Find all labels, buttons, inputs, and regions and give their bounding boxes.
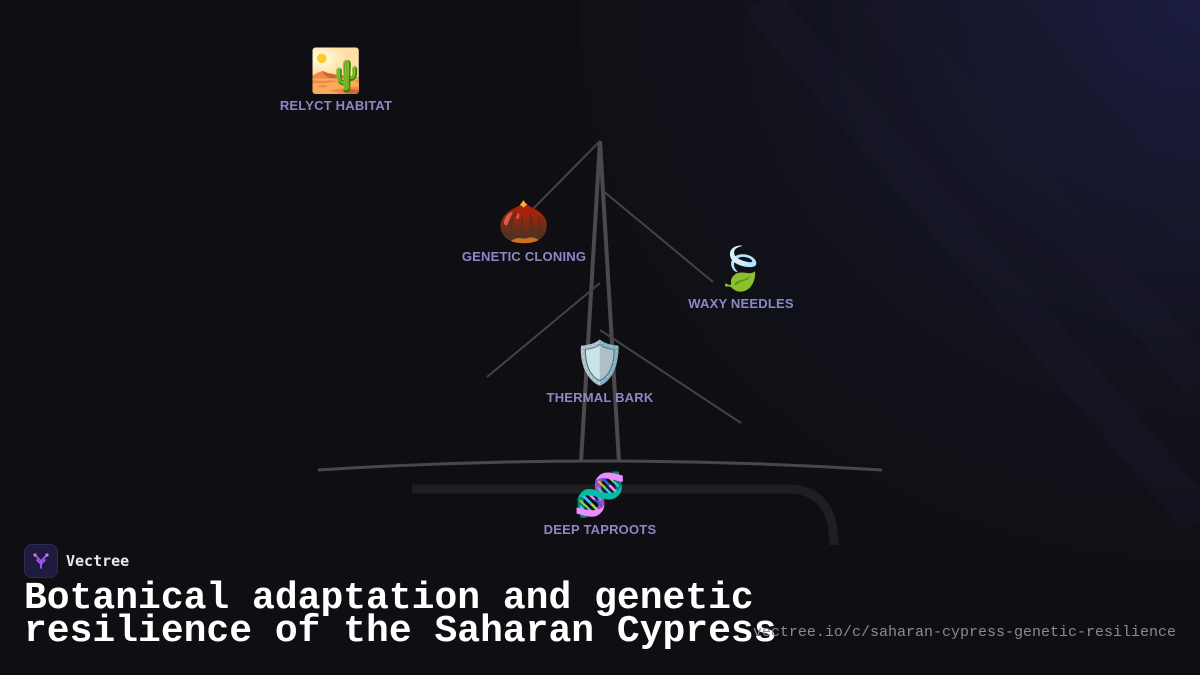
node-label: DEEP TAPROOTS — [543, 522, 657, 537]
node-label: THERMAL BARK — [546, 390, 654, 405]
chestnut-icon: 🌰 — [497, 197, 551, 246]
branch-lower-left — [486, 282, 601, 378]
node-genetic-cloning[interactable]: 🌰 GENETIC CLONING — [462, 197, 586, 264]
node-waxy-needles[interactable]: 🍃 WAXY NEEDLES — [688, 244, 793, 311]
branch-lower-right — [599, 329, 742, 424]
branch-upper-right — [601, 189, 714, 283]
node-thermal-bark[interactable]: 🛡️ THERMAL BARK — [547, 338, 654, 405]
vectree-tree-icon — [24, 544, 58, 578]
page-title: Botanical adaptation and genetic resilie… — [24, 577, 777, 653]
node-label: WAXY NEEDLES — [688, 296, 794, 311]
node-label: RELYCT HABITAT — [279, 98, 393, 113]
desert-icon: 🏜️ — [309, 46, 363, 95]
brand-name: Vectree — [66, 552, 130, 570]
node-deep-taproots[interactable]: 🧬 DEEP TAPROOTS — [544, 470, 657, 537]
root-channel — [412, 484, 839, 546]
leaf-wind-icon: 🍃 — [714, 244, 768, 293]
ground-line — [317, 459, 883, 472]
dna-icon: 🧬 — [573, 470, 627, 519]
trunk-right — [598, 140, 621, 463]
page-url[interactable]: vectree.io/c/saharan-cypress-genetic-res… — [752, 624, 1176, 641]
branch-upper-left — [523, 140, 601, 219]
brand[interactable]: Vectree — [24, 544, 129, 578]
node-relyct-habitat[interactable]: 🏜️ RELYCT HABITAT — [280, 46, 392, 113]
shield-icon: 🛡️ — [573, 338, 627, 387]
trunk-left — [579, 140, 602, 463]
node-label: GENETIC CLONING — [461, 249, 587, 264]
